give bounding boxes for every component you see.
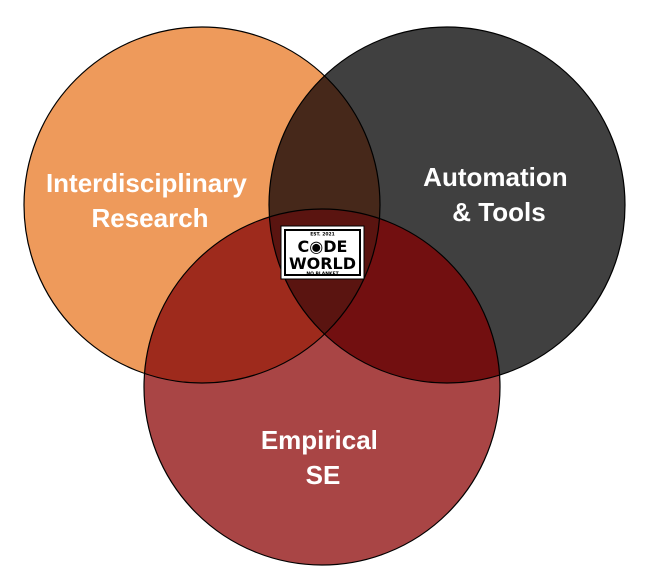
outline-interdisciplinary [23, 26, 381, 384]
label-empirical: Empirical SE [261, 425, 385, 490]
logo-line2: WORLD [289, 254, 356, 273]
label-automation: Automation & Tools [423, 162, 575, 227]
logo-line1: C◉DE [298, 237, 348, 256]
outline-automation [268, 26, 626, 384]
codeworld-logo: EST. 2021 C◉DE WORLD NO BLANKET [280, 225, 365, 280]
logo-inner-border [284, 229, 361, 276]
outline-empirical [143, 208, 501, 566]
overlap-automation-empirical [269, 209, 500, 383]
logo-top-text: EST. 2021 [310, 232, 335, 238]
logo-bottom-text: NO BLANKET [306, 271, 339, 277]
logo-background [280, 225, 365, 280]
label-interdisciplinary: Interdisciplinary Research [46, 168, 254, 233]
overlap-interdisciplinary-empirical [144, 209, 380, 383]
